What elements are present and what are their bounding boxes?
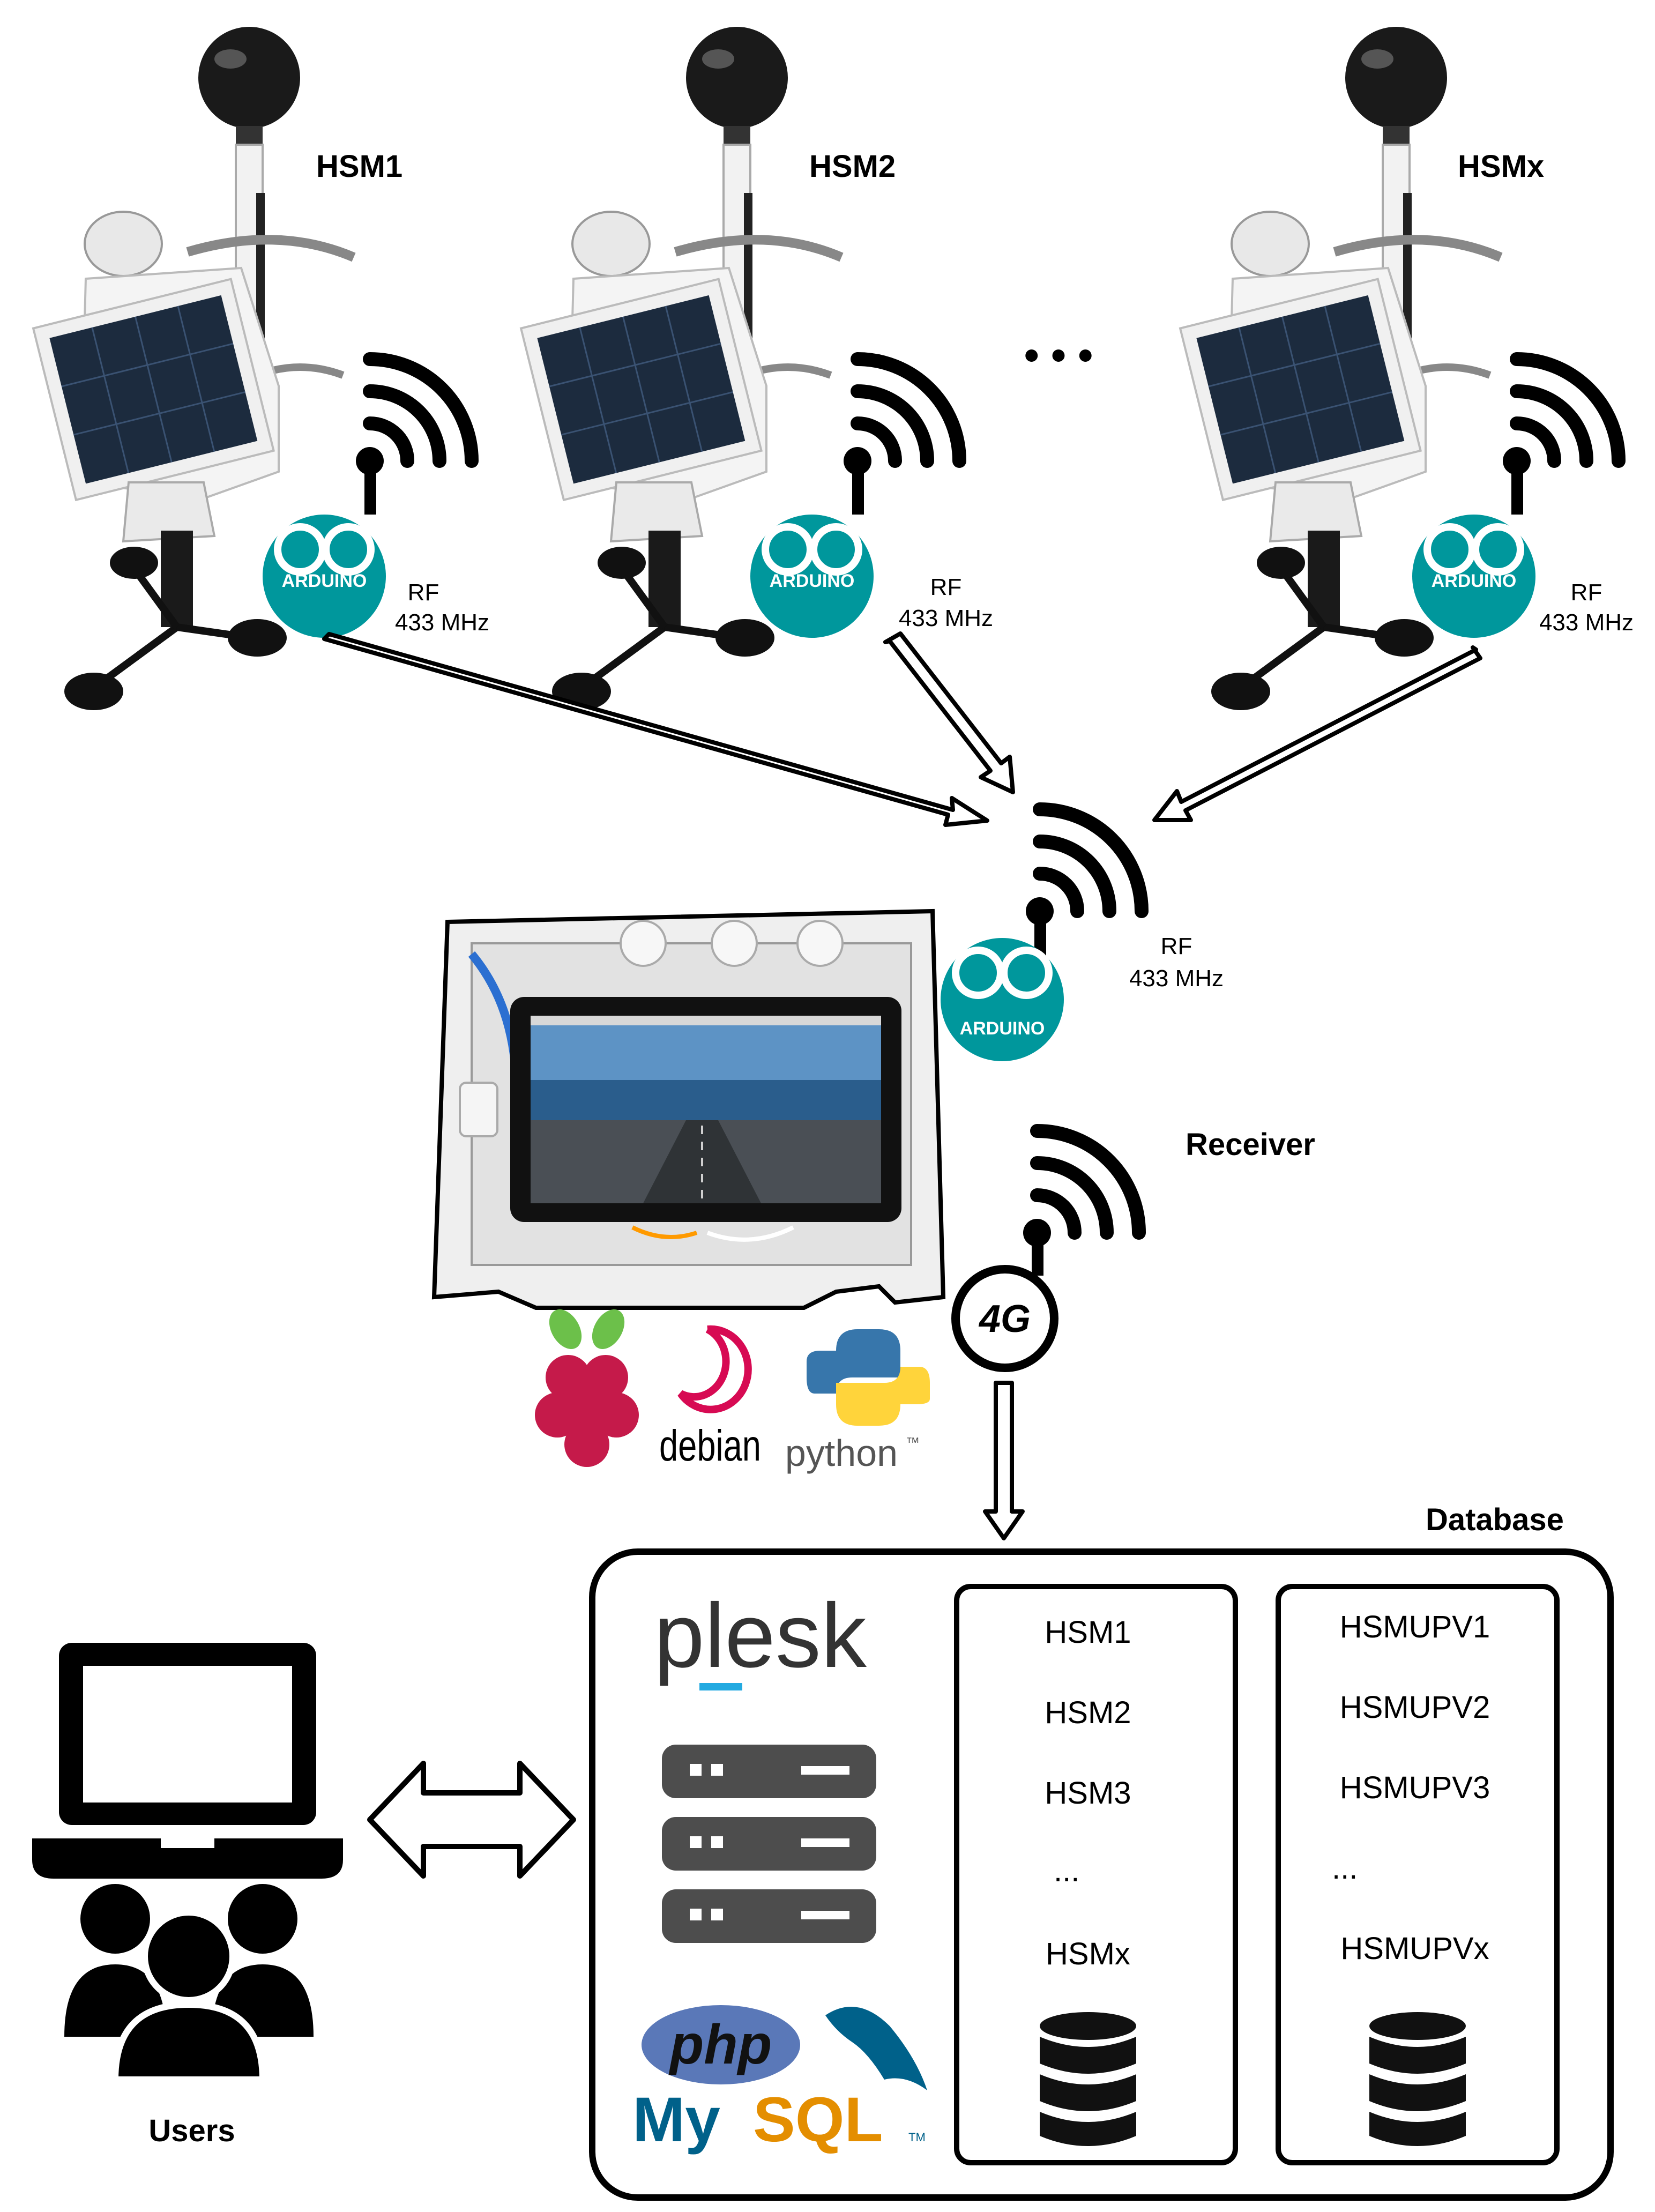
rf-freq-hsm1: 433 MHz	[395, 609, 489, 636]
bidirectional-arrow	[367, 1761, 576, 1879]
signal-icon-hsm2	[844, 359, 959, 515]
receiver-enclosure	[431, 908, 946, 1310]
receiver-rf-signal-icon	[1026, 809, 1142, 959]
database-title: Database	[1426, 1502, 1564, 1537]
database-table-hsmupv: HSMUPV1 HSMUPV2 HSMUPV3 ... HSMUPVx	[1276, 1584, 1560, 2165]
mysql-tm: TM	[908, 2131, 926, 2144]
php-text: php	[668, 2014, 772, 2076]
arduino-text: ARDUINO	[1432, 571, 1517, 591]
arduino-text: ARDUINO	[960, 1018, 1045, 1039]
server-rack-icon	[662, 1745, 876, 1943]
users-group-icon	[64, 1884, 314, 2083]
users-label: Users	[148, 2113, 235, 2148]
php-logo: php	[642, 2005, 800, 2084]
station-label-hsm2: HSM2	[809, 149, 896, 184]
station-label-hsm1: HSM1	[316, 149, 402, 184]
database-server-box: plesk php My SQL TM HSM1 HSM2 HSM3 ... H…	[589, 1548, 1614, 2201]
database-table-hsm: HSM1 HSM2 HSM3 ... HSMx	[954, 1584, 1238, 2165]
receiver-rf-label: RF	[1161, 933, 1192, 959]
rf-arrow-hsmx	[1152, 645, 1482, 822]
mysql-my: My	[632, 2084, 720, 2155]
rf-label-hsmx: RF	[1571, 579, 1602, 606]
table-row: HSM3	[1045, 1776, 1131, 1811]
receiver-title: Receiver	[1186, 1127, 1315, 1162]
rf-freq-hsmx: 433 MHz	[1539, 609, 1634, 636]
raspberry-pi-logo	[535, 1309, 639, 1467]
uplink-arrow-to-database	[983, 1381, 1025, 1540]
station-hsmx: HSMx ARDUINO RF 433 MHz	[1180, 27, 1634, 710]
debian-logo: debian	[659, 1325, 761, 1470]
signal-icon-hsmx	[1503, 359, 1619, 515]
table-row: ...	[1054, 1853, 1079, 1888]
cellular-4g-label: 4G	[978, 1298, 1031, 1340]
receiver-arduino-logo: ARDUINO	[941, 938, 1064, 1061]
table-row: HSMUPV1	[1340, 1610, 1490, 1644]
arduino-text: ARDUINO	[282, 571, 367, 591]
arduino-text: ARDUINO	[770, 571, 855, 591]
rf-freq-hsm2: 433 MHz	[899, 605, 993, 631]
table-row: HSMUPVx	[1340, 1931, 1489, 1966]
ellipsis-more-stations: • • •	[1024, 331, 1093, 379]
python-logo: python ™	[785, 1329, 930, 1474]
rf-label-hsm1: RF	[408, 579, 439, 606]
table-row: ...	[1332, 1851, 1358, 1886]
mysql-logo: My SQL TM	[632, 2007, 927, 2155]
table-row: HSM1	[1045, 1615, 1131, 1650]
arduino-logo-hsm1: ARDUINO	[263, 515, 386, 638]
table-row: HSM2	[1045, 1695, 1131, 1730]
table-row: HSMUPV3	[1340, 1770, 1490, 1805]
arduino-logo-hsm2: ARDUINO	[750, 515, 874, 638]
mysql-sql: SQL	[753, 2084, 883, 2155]
touchscreen-display	[510, 997, 901, 1222]
cellular-4g-icon: 4G	[951, 1131, 1139, 1372]
receiver-rf-freq: 433 MHz	[1129, 965, 1224, 992]
station-hsm2: HSM2 ARDUINO RF 433 MHz	[521, 27, 993, 710]
arduino-logo-hsmx: ARDUINO	[1412, 515, 1535, 638]
rf-arrow-hsm1	[322, 632, 989, 827]
rf-arrow-hsm2	[883, 631, 1015, 794]
plesk-logo-text: plesk	[654, 1585, 867, 1687]
table-row: HSMx	[1046, 1937, 1130, 1971]
python-trademark: ™	[906, 1434, 920, 1450]
rf-label-hsm2: RF	[930, 574, 962, 600]
laptop-icon	[32, 1643, 343, 1879]
signal-icon-hsm1	[356, 359, 472, 515]
table-row: HSMUPV2	[1340, 1690, 1490, 1725]
python-text: python	[785, 1432, 898, 1474]
station-hsm1: HSM1 ARDUINO RF 433 MHz	[33, 27, 489, 710]
plesk-accent-bar	[699, 1683, 742, 1690]
station-label-hsmx: HSMx	[1458, 149, 1544, 184]
debian-text: debian	[659, 1421, 761, 1470]
